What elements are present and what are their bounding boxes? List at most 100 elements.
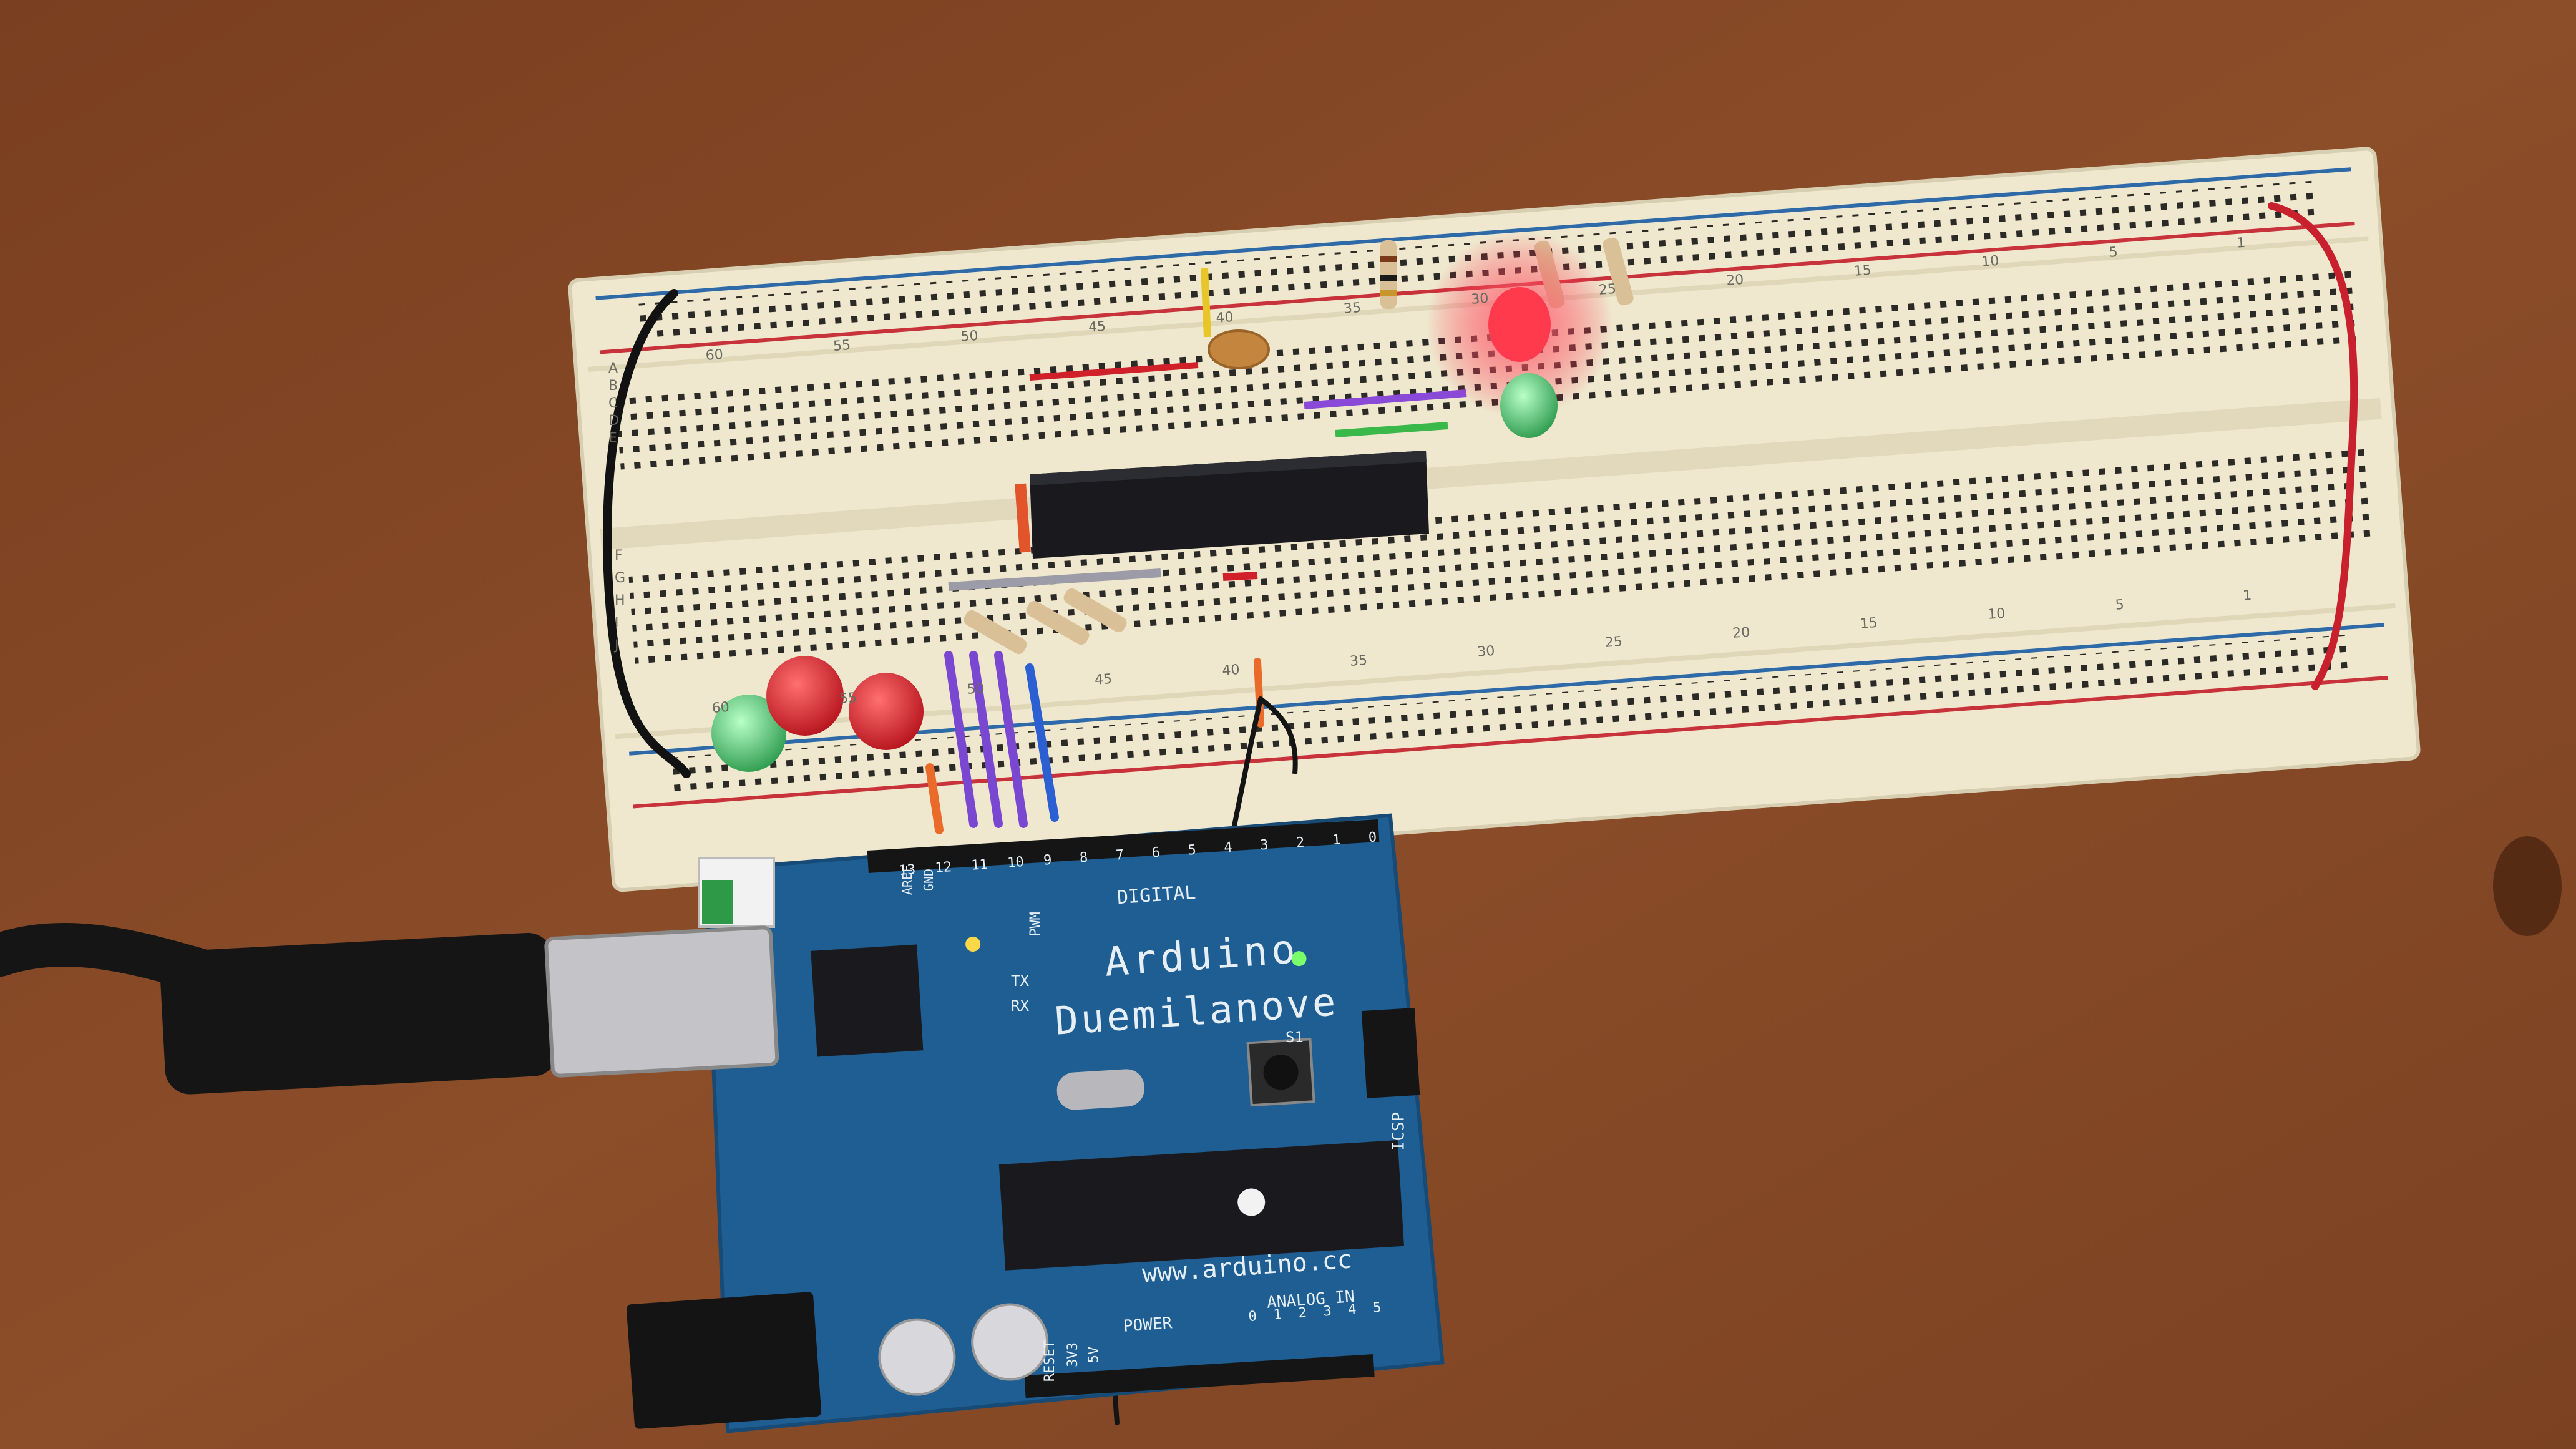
breadboard-row-letter: J <box>615 638 619 653</box>
apins-label: 0 <box>1247 1309 1257 1325</box>
bbtop-label: 45 <box>1088 318 1106 336</box>
breadboard-row-letter: B <box>608 378 618 394</box>
usb-b-cable <box>544 925 779 1078</box>
bbbot-label: 45 <box>1094 671 1113 688</box>
bottom-rail-holes <box>666 634 2350 794</box>
red-jumper-wire-right <box>2268 202 2358 690</box>
dpins-label: 8 <box>1079 849 1089 866</box>
tx-label: TX <box>1011 972 1029 990</box>
dpins-label: 4 <box>1223 839 1233 856</box>
green-led-top <box>1500 373 1558 438</box>
bbtop-label: 35 <box>1343 300 1362 317</box>
board-led-l <box>965 936 981 952</box>
purple-wire-top <box>1304 389 1467 409</box>
dpins-label: 9 <box>1043 852 1053 869</box>
breadboard-row-letter: D <box>608 413 619 429</box>
bbbot-label: 55 <box>839 690 858 707</box>
atmega-chip-breadboard <box>1030 451 1429 559</box>
dpins-label: 2 <box>1295 834 1305 851</box>
digital-header <box>867 819 1380 873</box>
breadboard-row-letter: G <box>615 570 626 586</box>
apins-label: 1 <box>1272 1307 1282 1324</box>
bbtop-label: 30 <box>1470 290 1490 308</box>
orange-jumper-chip <box>1015 483 1031 553</box>
red-led-lit-top <box>1488 287 1551 362</box>
crystal <box>1056 1069 1144 1110</box>
bbtop-label: 55 <box>832 337 852 354</box>
bbbot-label: 40 <box>1221 661 1241 679</box>
v33-label: 3V3 <box>1065 1342 1081 1367</box>
lower-terminal-holes <box>628 442 2372 670</box>
board-led-pwr <box>1291 951 1307 967</box>
breadboard-row-letter: A <box>608 361 618 376</box>
rx-label: RX <box>1011 997 1029 1015</box>
digital-label: DIGITAL <box>1116 881 1197 909</box>
apins-label: 4 <box>1347 1301 1357 1318</box>
v5-label: 5V <box>1086 1346 1102 1364</box>
red-wire-mid <box>1222 572 1258 581</box>
bbtop-label: 60 <box>705 346 724 364</box>
power-header <box>1024 1354 1375 1398</box>
bbbot-label: 1 <box>2242 587 2253 604</box>
table-stain <box>2493 836 2562 936</box>
apins-label: 2 <box>1297 1305 1307 1322</box>
breadboard-row-letter: I <box>615 615 619 631</box>
bbtop-label: 15 <box>1853 262 1872 280</box>
dpins-label: 0 <box>1368 829 1377 846</box>
breadboard-row-letter: E <box>608 431 617 446</box>
dpins-label: 5 <box>1187 842 1197 859</box>
bbtop-label: 10 <box>1981 253 2000 270</box>
atmega-chip-arduino <box>998 1140 1404 1271</box>
dpins-label: 13 <box>898 862 917 879</box>
usb-connector <box>0 922 779 1095</box>
red-wire-top <box>1029 362 1199 381</box>
reset-label: RESET <box>1042 1340 1058 1382</box>
black-jumper-wire-left <box>603 289 691 778</box>
bbtop-label: 50 <box>960 328 979 345</box>
dpins-label: 1 <box>1332 832 1342 849</box>
ftdi-chip <box>811 944 924 1057</box>
breadboard-row-letter: H <box>615 593 625 608</box>
arduino-board <box>703 813 1445 1433</box>
breadboard-row-letter: C <box>608 396 618 411</box>
bbtop-label: 20 <box>1725 271 1745 289</box>
dpins-label: 7 <box>1115 847 1125 864</box>
icsp-header <box>1361 1007 1420 1098</box>
green-led-bottom <box>711 695 786 772</box>
apins-label: 3 <box>1322 1303 1332 1320</box>
black-wire-hook <box>1259 696 1298 774</box>
bbbot-label: 25 <box>1604 633 1623 651</box>
jumpers-to-arduino <box>925 651 1264 834</box>
resistors-bottom <box>964 588 1127 655</box>
bbtop-label: 1 <box>2236 235 2247 251</box>
breadboard-row-letter: F <box>615 548 623 564</box>
s1-label: S1 <box>1286 1028 1304 1046</box>
green-wire-top <box>1335 422 1448 437</box>
bbtop-label: 5 <box>2108 244 2119 261</box>
ceramic-capacitor <box>1208 329 1270 369</box>
bbbot-label: 60 <box>711 699 730 716</box>
bbbot-label: 15 <box>1859 615 1878 632</box>
apins-label: 5 <box>1372 1300 1382 1316</box>
electrolytic-cap-1 <box>878 1318 956 1396</box>
bbbot-label: 35 <box>1349 652 1368 670</box>
pwm-label: PWM <box>1027 912 1043 937</box>
bbbot-label: 10 <box>1987 605 2006 623</box>
red-led-bottom-2 <box>849 673 924 750</box>
barrel-jack <box>626 1292 822 1429</box>
grey-wire-mid <box>948 568 1161 591</box>
bbbot-label: 5 <box>2114 597 2125 613</box>
bbbot-label: 20 <box>1732 624 1751 642</box>
icsp-label: ICSP <box>1389 1111 1408 1151</box>
bbbot-label: 50 <box>966 680 985 698</box>
dpins-label: 11 <box>970 857 988 874</box>
bbtop-label: 25 <box>1598 281 1617 298</box>
dpins-label: 12 <box>934 859 952 876</box>
bbtop-label: 40 <box>1215 309 1234 326</box>
yellow-wire-top <box>1201 268 1211 338</box>
dpins-label: 6 <box>1151 844 1161 861</box>
power-label: POWER <box>1123 1314 1173 1336</box>
